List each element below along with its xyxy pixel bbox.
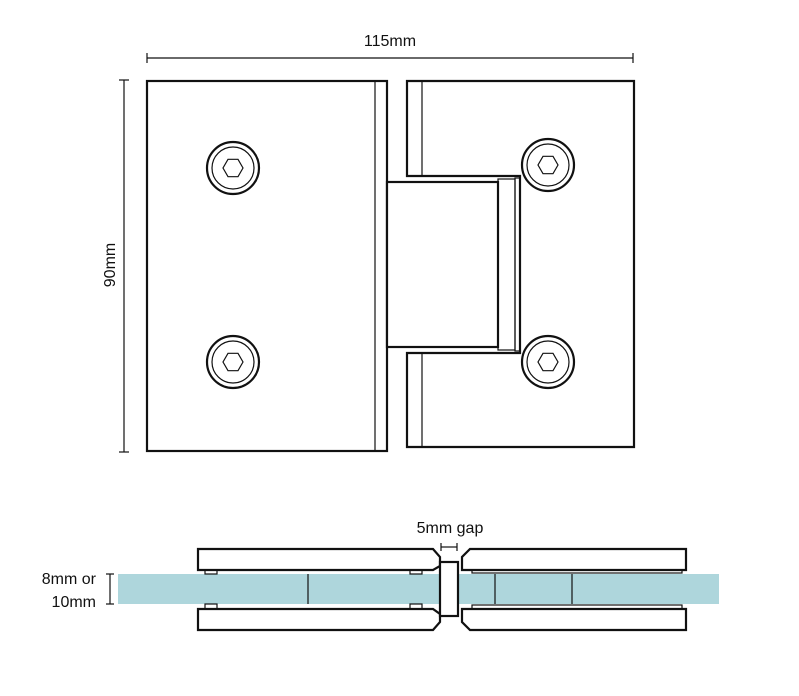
hinge-pivot xyxy=(438,560,460,618)
glass-panel xyxy=(118,574,719,604)
left-bottom-clamp xyxy=(196,607,442,632)
right-top-clamp xyxy=(460,547,688,572)
width-dimension: 115mm xyxy=(146,33,634,63)
screw-top-left xyxy=(205,140,261,196)
hex-socket-icon xyxy=(537,155,559,175)
left-plate xyxy=(145,79,389,453)
right-plate xyxy=(405,79,636,449)
width-label: 115mm xyxy=(364,33,416,50)
hex-socket-icon xyxy=(222,158,244,178)
hex-socket-icon xyxy=(222,352,244,372)
height-dimension: 90mm xyxy=(102,79,129,453)
screw-top-right xyxy=(520,137,576,193)
screw-bottom-left xyxy=(205,334,261,390)
screw-bottom-right xyxy=(520,334,576,390)
glass-thickness-label-1: 8mm or xyxy=(42,571,97,588)
hex-socket-icon xyxy=(537,352,559,372)
glass-thickness-label-2: 10mm xyxy=(52,594,96,611)
hinge-knuckle xyxy=(385,177,521,352)
height-label: 90mm xyxy=(102,243,119,287)
left-top-clamp xyxy=(196,547,442,572)
gap-label: 5mm gap xyxy=(417,520,484,537)
side-view: 5mm gap 8mm or 10mm xyxy=(42,520,719,632)
right-bottom-clamp xyxy=(460,607,688,632)
